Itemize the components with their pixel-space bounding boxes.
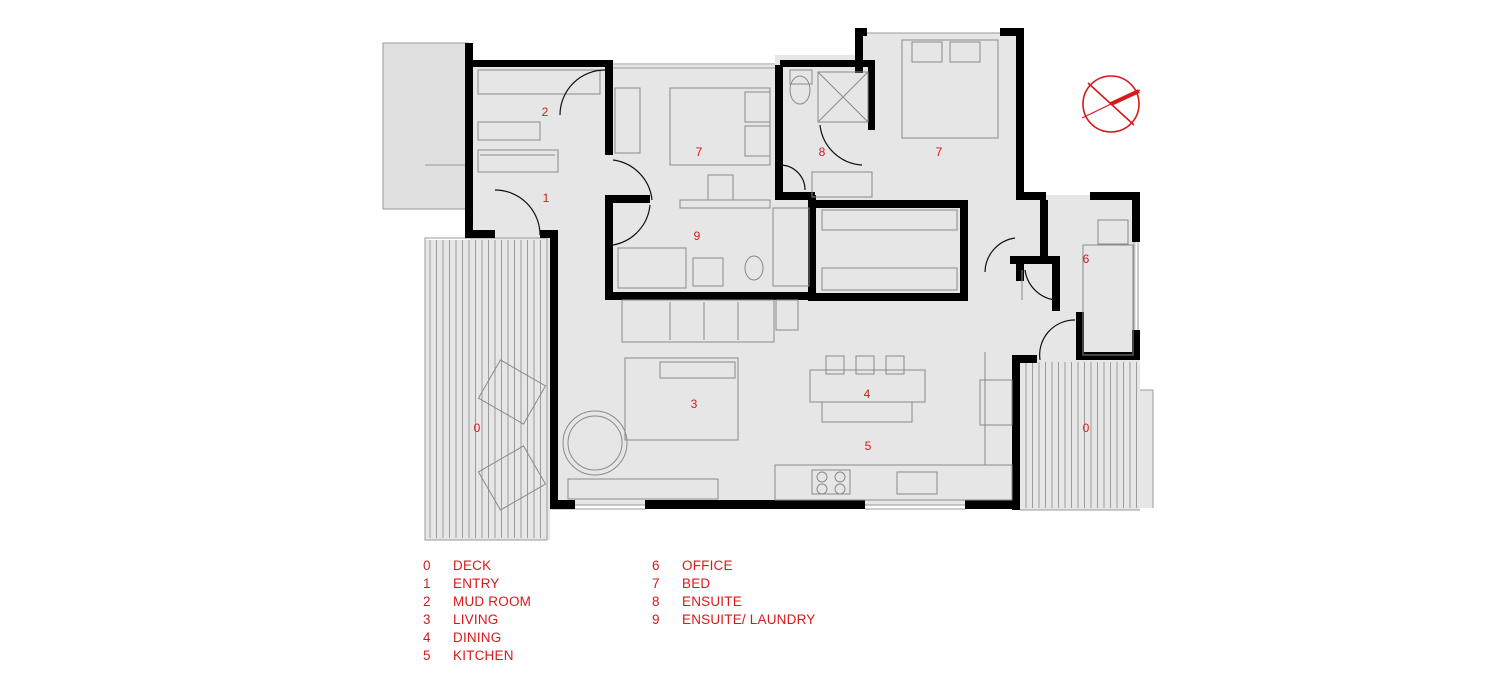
legend-number: 3: [423, 612, 431, 627]
room-number-entry: 1: [543, 191, 550, 205]
legend-label: ENTRY: [453, 576, 500, 591]
room-number-living: 3: [691, 397, 698, 411]
room-number-dining: 4: [864, 387, 871, 401]
floor-fill: [383, 33, 1153, 540]
legend-label: KITCHEN: [453, 648, 514, 663]
room-number-mud-room: 2: [542, 105, 549, 119]
legend: 0 DECK 1 ENTRY 2 MUD ROOM 3 LIVING 4 DIN…: [423, 557, 843, 669]
legend-number: 4: [423, 630, 431, 645]
legend-label: BED: [682, 576, 711, 591]
legend-label: OFFICE: [682, 558, 733, 573]
legend-label: DECK: [453, 558, 492, 573]
north-arrow-icon: [1081, 75, 1141, 133]
legend-number: 7: [652, 576, 660, 591]
legend-label: LIVING: [453, 612, 499, 627]
legend-label: ENSUITE: [682, 594, 742, 609]
legend-number: 0: [423, 558, 431, 573]
room-number-deck-right: 0: [1083, 421, 1090, 435]
room-number-office: 6: [1083, 252, 1090, 266]
legend-number: 2: [423, 594, 431, 609]
room-number-ensuite-laundry: 9: [694, 229, 701, 243]
legend-number: 1: [423, 576, 431, 591]
legend-label: ENSUITE/ LAUNDRY: [682, 612, 816, 627]
room-number-deck-left: 0: [474, 421, 481, 435]
deck-boards-right: [1025, 362, 1137, 508]
room-number-bed-right: 7: [936, 145, 943, 159]
deck-boards-left: [429, 240, 541, 538]
room-number-bed-left: 7: [696, 145, 703, 159]
room-number-ensuite: 8: [819, 145, 826, 159]
door-swings: [494, 69, 1076, 361]
legend-number: 8: [652, 594, 660, 609]
legend-number: 6: [652, 558, 660, 573]
room-number-kitchen: 5: [865, 439, 872, 453]
legend-number: 5: [423, 648, 431, 663]
legend-label: MUD ROOM: [453, 594, 532, 609]
walls: [465, 28, 1140, 510]
legend-label: DINING: [453, 630, 502, 645]
room-numbers: 0 0 1 2 3 4 5 6 7 7 8 9: [474, 105, 1090, 453]
fixtures: [477, 39, 1134, 511]
legend-number: 9: [652, 612, 660, 627]
